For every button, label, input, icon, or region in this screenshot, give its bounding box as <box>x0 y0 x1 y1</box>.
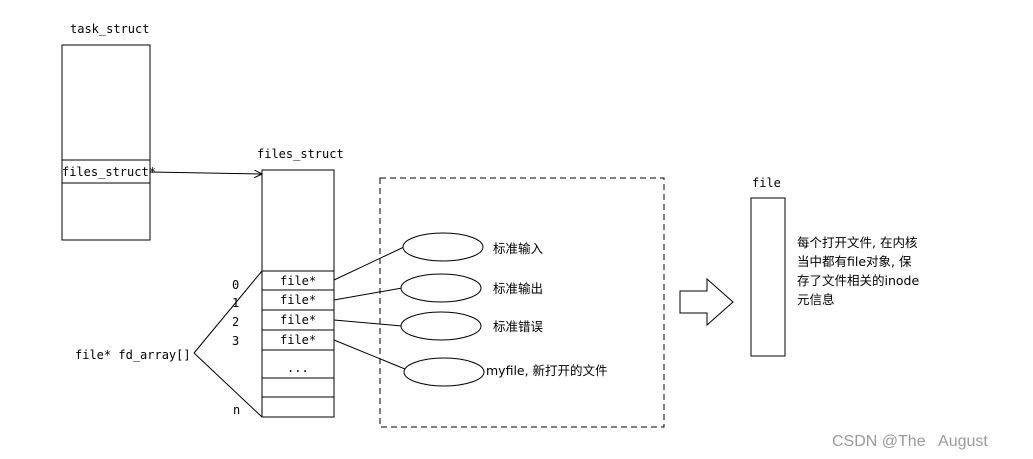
task-struct-files-field: files_struct* <box>62 165 156 179</box>
block-arrow-icon <box>679 277 734 327</box>
file-desc-line-2: 当中都有file对象, 保 <box>797 254 912 269</box>
task-struct-box <box>61 44 151 241</box>
fd-cell-1: file* <box>280 293 316 307</box>
file-desc-line-4: 元信息 <box>797 292 835 307</box>
stdin-file-object <box>402 232 484 262</box>
fd-array-label: file* fd_array[] <box>75 348 191 362</box>
fd-cell-ellipsis: ... <box>287 361 309 375</box>
fd-cell-3: file* <box>280 333 316 347</box>
open-files-container <box>379 177 665 428</box>
stderr-file-object <box>400 311 482 341</box>
task-struct-title: task_struct <box>70 22 149 36</box>
stdout-label: 标准输出 <box>493 281 543 296</box>
stderr-label: 标准错误 <box>493 319 544 334</box>
stdin-label: 标准输入 <box>493 241 544 256</box>
fd-index-0: 0 <box>232 278 239 292</box>
fd2-connector <box>333 319 403 327</box>
files-struct-title: files_struct <box>257 147 344 161</box>
fd-index-2: 2 <box>232 315 239 329</box>
fd-index-3: 3 <box>232 334 239 348</box>
fd-index-n: n <box>233 403 240 417</box>
file-title: file <box>752 176 781 190</box>
stdout-file-object <box>400 273 482 303</box>
fd-array-brace-bottom <box>193 352 263 418</box>
fd-cell-0: file* <box>280 274 316 288</box>
files-struct-pointer-arrow <box>149 172 262 174</box>
fd3-connector <box>333 339 406 370</box>
fd-array-brace-top <box>193 270 263 354</box>
myfile-label: myfile, 新打开的文件 <box>486 363 608 378</box>
file-desc-line-3: 存了文件相关的inode <box>797 273 919 288</box>
file-object-box <box>750 197 786 357</box>
files-struct-box <box>261 169 335 418</box>
myfile-file-object <box>403 357 485 387</box>
fd1-connector <box>333 287 403 301</box>
watermark: CSDN @The August <box>832 433 988 450</box>
fd0-connector <box>333 246 405 281</box>
fd-cell-2: file* <box>280 313 316 327</box>
file-desc-line-1: 每个打开文件, 在内核 <box>797 235 918 250</box>
